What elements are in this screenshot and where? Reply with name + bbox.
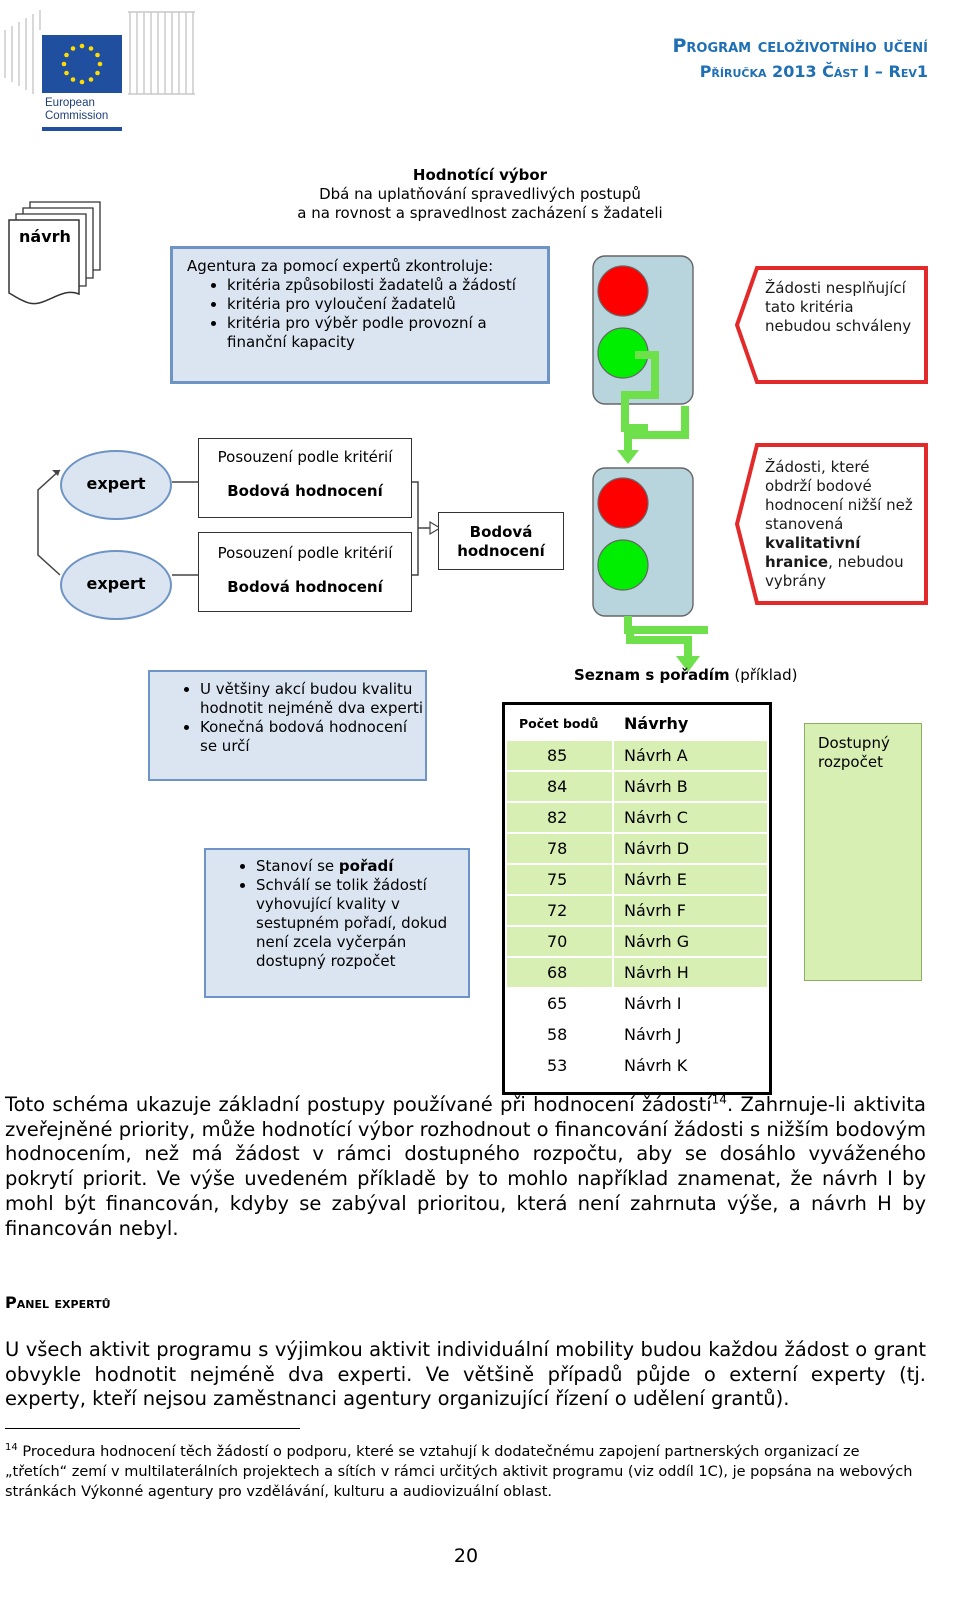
arrow-1-icon — [621, 351, 659, 432]
reject-2-shape: Žádosti, které obdrží bodové hodnocení n… — [734, 443, 928, 605]
agency-intro: Agentura za pomocí expertů zkontroluje: — [187, 257, 494, 275]
paragraph-2: U všech aktivit programu s výjimkou akti… — [5, 1338, 926, 1411]
footnote-rule — [5, 1428, 300, 1429]
flow-graphics — [592, 255, 708, 634]
section-heading: Panel expertů — [5, 1293, 111, 1312]
assessment-doc-2-label: Posouzení podle kritérií — [217, 544, 393, 562]
rank-proposal-cell: Návrh E — [612, 863, 769, 896]
agency-check-box: Agentura za pomocí expertů zkontroluje: … — [170, 246, 550, 384]
rank-score-cell: 75 — [505, 863, 614, 896]
note-bullet-2: Konečná bodová hodnocení se určí — [200, 718, 425, 756]
rank-score-cell: 84 — [505, 770, 614, 803]
rank-score-cell: 82 — [505, 801, 614, 834]
rank-score-cell: 68 — [505, 956, 614, 989]
committee-title: Hodnotící výbor — [412, 166, 548, 184]
rank-col-score: Počet bodů — [505, 705, 614, 741]
order-bullet-1: Stanoví se pořadí — [256, 857, 468, 876]
rank-proposal-cell: Návrh A — [612, 739, 769, 772]
budget-box: Dostupný rozpočet — [804, 723, 922, 981]
logo-line-1: European — [45, 97, 95, 109]
red-light-icon — [597, 265, 649, 317]
rank-proposal-cell: Návrh G — [612, 925, 769, 958]
order-bullet-2: Schválí se tolik žádostí vyhovující kval… — [256, 876, 468, 971]
arrow-2-icon — [624, 616, 708, 634]
rank-proposal-cell: Návrh B — [612, 770, 769, 803]
assessment-doc-2-score: Bodová hodnocení — [227, 578, 383, 596]
expert-2-label: expert — [86, 574, 146, 593]
page-number: 20 — [453, 1545, 479, 1567]
paragraph-1: Toto schéma ukazuje základní postupy pou… — [5, 1092, 926, 1240]
rank-title: Seznam s pořadím (příklad) — [574, 666, 798, 684]
logo-line-2: Commission — [45, 110, 109, 122]
assessment-doc-1-label: Posouzení podle kritérií — [217, 448, 393, 466]
agency-bullet-1: kritéria způsobilosti žadatelů a žádostí — [227, 276, 537, 295]
assessment-doc-1: Posouzení podle kritérií Bodová hodnocen… — [198, 438, 412, 518]
agency-bullet-2: kritéria pro vyloučení žadatelů — [227, 295, 537, 314]
order-note-box: Stanoví se pořadí Schválí se tolik žádos… — [204, 848, 470, 998]
expert-note-box: U většiny akcí budou kvalitu hodnotit ne… — [148, 670, 427, 781]
header-subtitle: Příručka 2013 Část I – Rev1 — [699, 62, 928, 81]
document-stack-icon — [8, 201, 101, 305]
proposal-label: návrh — [19, 227, 71, 246]
reject-1-text: Žádosti nesplňující tato kritéria nebudo… — [765, 279, 912, 335]
proposal-stack: návrh — [8, 198, 108, 318]
rank-score-cell: 53 — [505, 1049, 614, 1082]
committee-line-1: Dbá na uplatňování spravedlivých postupů — [319, 185, 641, 203]
ec-logo: European Commission — [0, 0, 200, 135]
rank-proposal-cell: Návrh J — [612, 1018, 769, 1051]
assessment-doc-2: Posouzení podle kritérií Bodová hodnocen… — [198, 532, 412, 612]
ec-building-icon — [4, 10, 195, 131]
rank-score-cell: 85 — [505, 739, 614, 772]
expert-2: expert — [60, 550, 172, 620]
rank-proposal-cell: Návrh C — [612, 801, 769, 834]
note-bullet-1: U většiny akcí budou kvalitu hodnotit ne… — [200, 680, 425, 718]
rank-score-cell: 70 — [505, 925, 614, 958]
header-title: Program celoživotního učení — [672, 35, 928, 57]
reject-2-text: Žádosti, které obdrží bodové hodnocení n… — [765, 458, 913, 590]
committee-block: Hodnotící výbor Dbá na uplatňování sprav… — [240, 166, 720, 223]
expert-1-label: expert — [86, 474, 146, 493]
rank-score-cell: 65 — [505, 987, 614, 1020]
rank-proposal-cell: Návrh I — [612, 987, 769, 1020]
rank-col-proposals: Návrhy — [612, 705, 769, 741]
assessment-doc-1-score: Bodová hodnocení — [227, 482, 383, 500]
rank-proposal-cell: Návrh H — [612, 956, 769, 989]
committee-line-2: a na rovnost a spravedlnost zacházení s … — [297, 204, 663, 222]
agency-bullet-3: kritéria pro výběr podle provozní a fina… — [227, 314, 537, 352]
rank-score-cell: 78 — [505, 832, 614, 865]
reject-1-shape: Žádosti nesplňující tato kritéria nebudo… — [734, 266, 928, 384]
rank-proposal-cell: Návrh D — [612, 832, 769, 865]
rank-proposal-cell: Návrh F — [612, 894, 769, 927]
expert-1: expert — [60, 450, 172, 520]
rank-score-cell: 58 — [505, 1018, 614, 1051]
rank-proposal-cell: Návrh K — [612, 1049, 769, 1082]
final-score-doc: Bodová hodnocení — [438, 512, 564, 570]
final-score-label: Bodová hodnocení — [457, 523, 545, 560]
rank-score-cell: 72 — [505, 894, 614, 927]
footnote: 14 Procedura hodnocení těch žádostí o po… — [5, 1442, 913, 1500]
budget-label: Dostupný rozpočet — [818, 734, 890, 771]
